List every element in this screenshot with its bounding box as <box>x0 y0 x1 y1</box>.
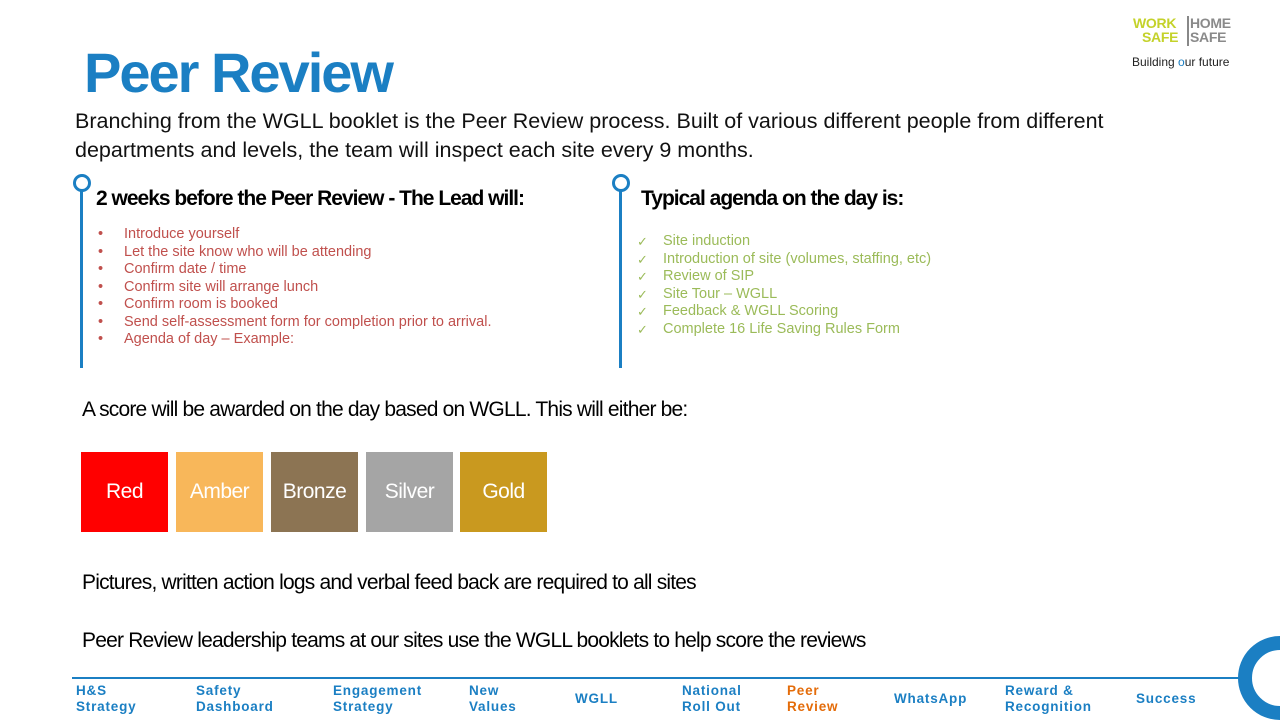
nav-divider <box>72 677 1242 679</box>
score-swatch-bronze: Bronze <box>271 452 358 532</box>
score-description: A score will be awarded on the day based… <box>82 398 688 421</box>
score-swatch-amber: Amber <box>176 452 263 532</box>
agenda-column-line <box>619 185 622 368</box>
lead-checklist-item: Introduce yourself <box>98 226 491 244</box>
leadership-paragraph: Peer Review leadership teams at our site… <box>82 629 866 652</box>
agenda-checklist-item: Site Tour – WGLL <box>637 286 931 304</box>
nav-link-engagement-strategy[interactable]: Engagement Strategy <box>333 683 423 714</box>
agenda-column-marker <box>612 174 630 192</box>
logo-tagline: Building our future <box>1132 55 1230 69</box>
page-title: Peer Review <box>84 41 394 104</box>
requirements-paragraph: Pictures, written action logs and verbal… <box>82 571 697 594</box>
agenda-column-heading: Typical agenda on the day is: <box>641 187 904 210</box>
lead-checklist-item: Let the site know who will be attending <box>98 244 491 262</box>
lead-column-line <box>80 185 83 368</box>
logo-home: HOME <box>1190 15 1231 31</box>
score-swatch-silver: Silver <box>366 452 453 532</box>
logo-safe-left: SAFE <box>1142 29 1179 45</box>
lead-checklist-item: Confirm date / time <box>98 261 491 279</box>
lead-column-heading: 2 weeks before the Peer Review - The Lea… <box>96 187 525 210</box>
nav-link-peer-review[interactable]: Peer Review <box>787 683 839 714</box>
agenda-checklist-item: Site induction <box>637 233 931 251</box>
agenda-checklist-item: Feedback & WGLL Scoring <box>637 303 931 321</box>
nav-link-h-s-strategy[interactable]: H&S Strategy <box>76 683 137 714</box>
logo-safe-right: SAFE <box>1190 29 1227 45</box>
lead-checklist-item: Confirm room is booked <box>98 296 491 314</box>
score-swatch-gold: Gold <box>460 452 547 532</box>
logo-divider <box>1187 16 1189 46</box>
nav-link-success[interactable]: Success <box>1136 691 1197 706</box>
lead-checklist-item: Send self-assessment form for completion… <box>98 314 491 332</box>
score-swatch-red: Red <box>81 452 168 532</box>
lead-checklist-item: Confirm site will arrange lunch <box>98 279 491 297</box>
intro-paragraph: Branching from the WGLL booklet is the P… <box>75 109 1104 162</box>
lead-checklist: Introduce yourselfLet the site know who … <box>98 226 491 349</box>
agenda-checklist-item: Introduction of site (volumes, staffing,… <box>637 251 931 269</box>
nav-link-wgll[interactable]: WGLL <box>575 691 618 706</box>
lead-column-marker <box>73 174 91 192</box>
nav-link-new-values[interactable]: New Values <box>469 683 517 714</box>
agenda-checklist-item: Complete 16 Life Saving Rules Form <box>637 321 931 339</box>
lead-checklist-item: Agenda of day – Example: <box>98 331 491 349</box>
logo-work: WORK <box>1133 15 1177 31</box>
agenda-checklist-item: Review of SIP <box>637 268 931 286</box>
nav-link-reward-recognition[interactable]: Reward & Recognition <box>1005 683 1092 714</box>
worksafe-homesafe-logo: WORK SAFE HOME SAFE Building our future <box>1128 14 1240 72</box>
decorative-circle <box>1238 636 1280 720</box>
nav-link-whatsapp[interactable]: WhatsApp <box>894 691 968 706</box>
agenda-checklist: Site inductionIntroduction of site (volu… <box>637 233 931 338</box>
nav-link-safety-dashboard[interactable]: Safety Dashboard <box>196 683 274 714</box>
nav-link-national-roll-out[interactable]: National Roll Out <box>682 683 742 714</box>
